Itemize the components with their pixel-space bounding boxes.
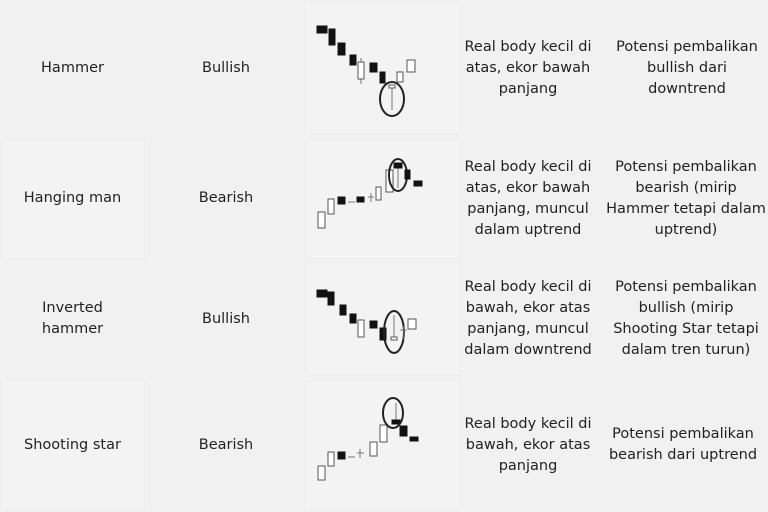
hanging-man-candle: [393, 162, 403, 169]
meaning: Potensi pembalikan bearish dari uptrend: [600, 378, 766, 512]
signal-text: Bullish: [202, 60, 250, 76]
candle: [369, 320, 378, 329]
meaning-text: Potensi pembalikan bearish dari uptrend: [608, 426, 758, 463]
candle: [399, 425, 408, 437]
shooting-star-candle: [391, 419, 401, 425]
description: Real body kecil di atas, ekor bawah panj…: [462, 137, 594, 260]
candle: [379, 327, 387, 341]
meaning-text: Potensi pembalikan bullish dari downtren…: [616, 39, 758, 97]
candle: [317, 465, 326, 481]
candle: [357, 61, 365, 80]
inverted-hammer-chart: [316, 289, 417, 354]
candle: [337, 451, 346, 460]
meaning: Potensi pembalikan bullish (mirip Shooti…: [606, 260, 766, 378]
candle: [379, 71, 386, 84]
candle: [327, 451, 335, 467]
inverted-hammer-candle: [390, 336, 398, 341]
candle: [409, 436, 419, 442]
pattern-name: Hammer: [0, 0, 145, 137]
candle: [349, 54, 357, 66]
candle: [406, 59, 416, 73]
shooting-star-chart: [317, 397, 419, 481]
pattern-text: Hammer: [41, 60, 104, 76]
row-bg-4: [0, 380, 145, 510]
signal: Bullish: [150, 260, 302, 378]
candle: [316, 25, 328, 34]
candle: [327, 291, 335, 306]
pattern-text: Hanging man: [23, 190, 122, 206]
description: Real body kecil di bawah, ekor atas panj…: [462, 378, 594, 512]
highlight-circle: [379, 81, 405, 117]
row-bg-2: [0, 139, 145, 259]
meaning-text: Potensi pembalikan bullish (mirip Shooti…: [613, 279, 759, 358]
signal: Bearish: [150, 137, 302, 260]
candle: [327, 198, 335, 215]
hammer-candle: [388, 84, 396, 89]
meaning: Potensi pembalikan bearish (mirip Hammer…: [606, 137, 766, 260]
signal-text: Bearish: [198, 190, 254, 206]
signal: Bearish: [150, 378, 302, 512]
candle: [413, 180, 423, 187]
candle: [407, 318, 417, 330]
description-text: Real body kecil di bawah, ekor atas panj…: [464, 415, 592, 474]
description-text: Real body kecil di atas, ekor bawah panj…: [464, 39, 592, 97]
image-cell-4: [305, 380, 460, 510]
meaning-text: Potensi pembalikan bearish (mirip Hammer…: [606, 158, 766, 238]
candle: [369, 441, 378, 457]
pattern-text: Shooting star: [24, 436, 121, 453]
candle: [369, 62, 378, 73]
description-text: Real body kecil di bawah, ekor atas panj…: [464, 279, 592, 358]
candle: [357, 319, 365, 338]
signal-text: Bullish: [202, 310, 250, 327]
candle: [328, 28, 336, 46]
pattern-name: Hanging man: [0, 137, 145, 260]
highlight-circle: [382, 397, 404, 429]
description: Real body kecil di bawah, ekor atas panj…: [462, 260, 594, 378]
pattern-name: Shooting star: [20, 378, 125, 512]
candle: [349, 313, 357, 324]
candle: [356, 196, 365, 203]
hanging-man-chart: [317, 158, 423, 229]
candle: [375, 186, 382, 201]
signal: Bullish: [150, 0, 302, 137]
meaning: Potensi pembalikan bullish dari downtren…: [608, 0, 766, 137]
signal-text: Bearish: [198, 436, 254, 453]
candle: [317, 211, 326, 229]
candle: [337, 42, 346, 56]
description: Real body kecil di atas, ekor bawah panj…: [462, 0, 594, 137]
hammer-chart: [316, 25, 416, 117]
description-text: Real body kecil di atas, ekor bawah panj…: [464, 158, 592, 238]
candle: [316, 289, 328, 298]
candle: [396, 71, 404, 83]
candle: [404, 169, 411, 180]
image-cell-1: [305, 2, 460, 135]
image-cell-3: [305, 262, 460, 376]
pattern-text: Inverted hammer: [41, 300, 104, 337]
candle: [337, 196, 346, 205]
candle: [339, 304, 347, 316]
candle: [379, 424, 388, 443]
pattern-name: Inverted hammer: [20, 260, 125, 378]
